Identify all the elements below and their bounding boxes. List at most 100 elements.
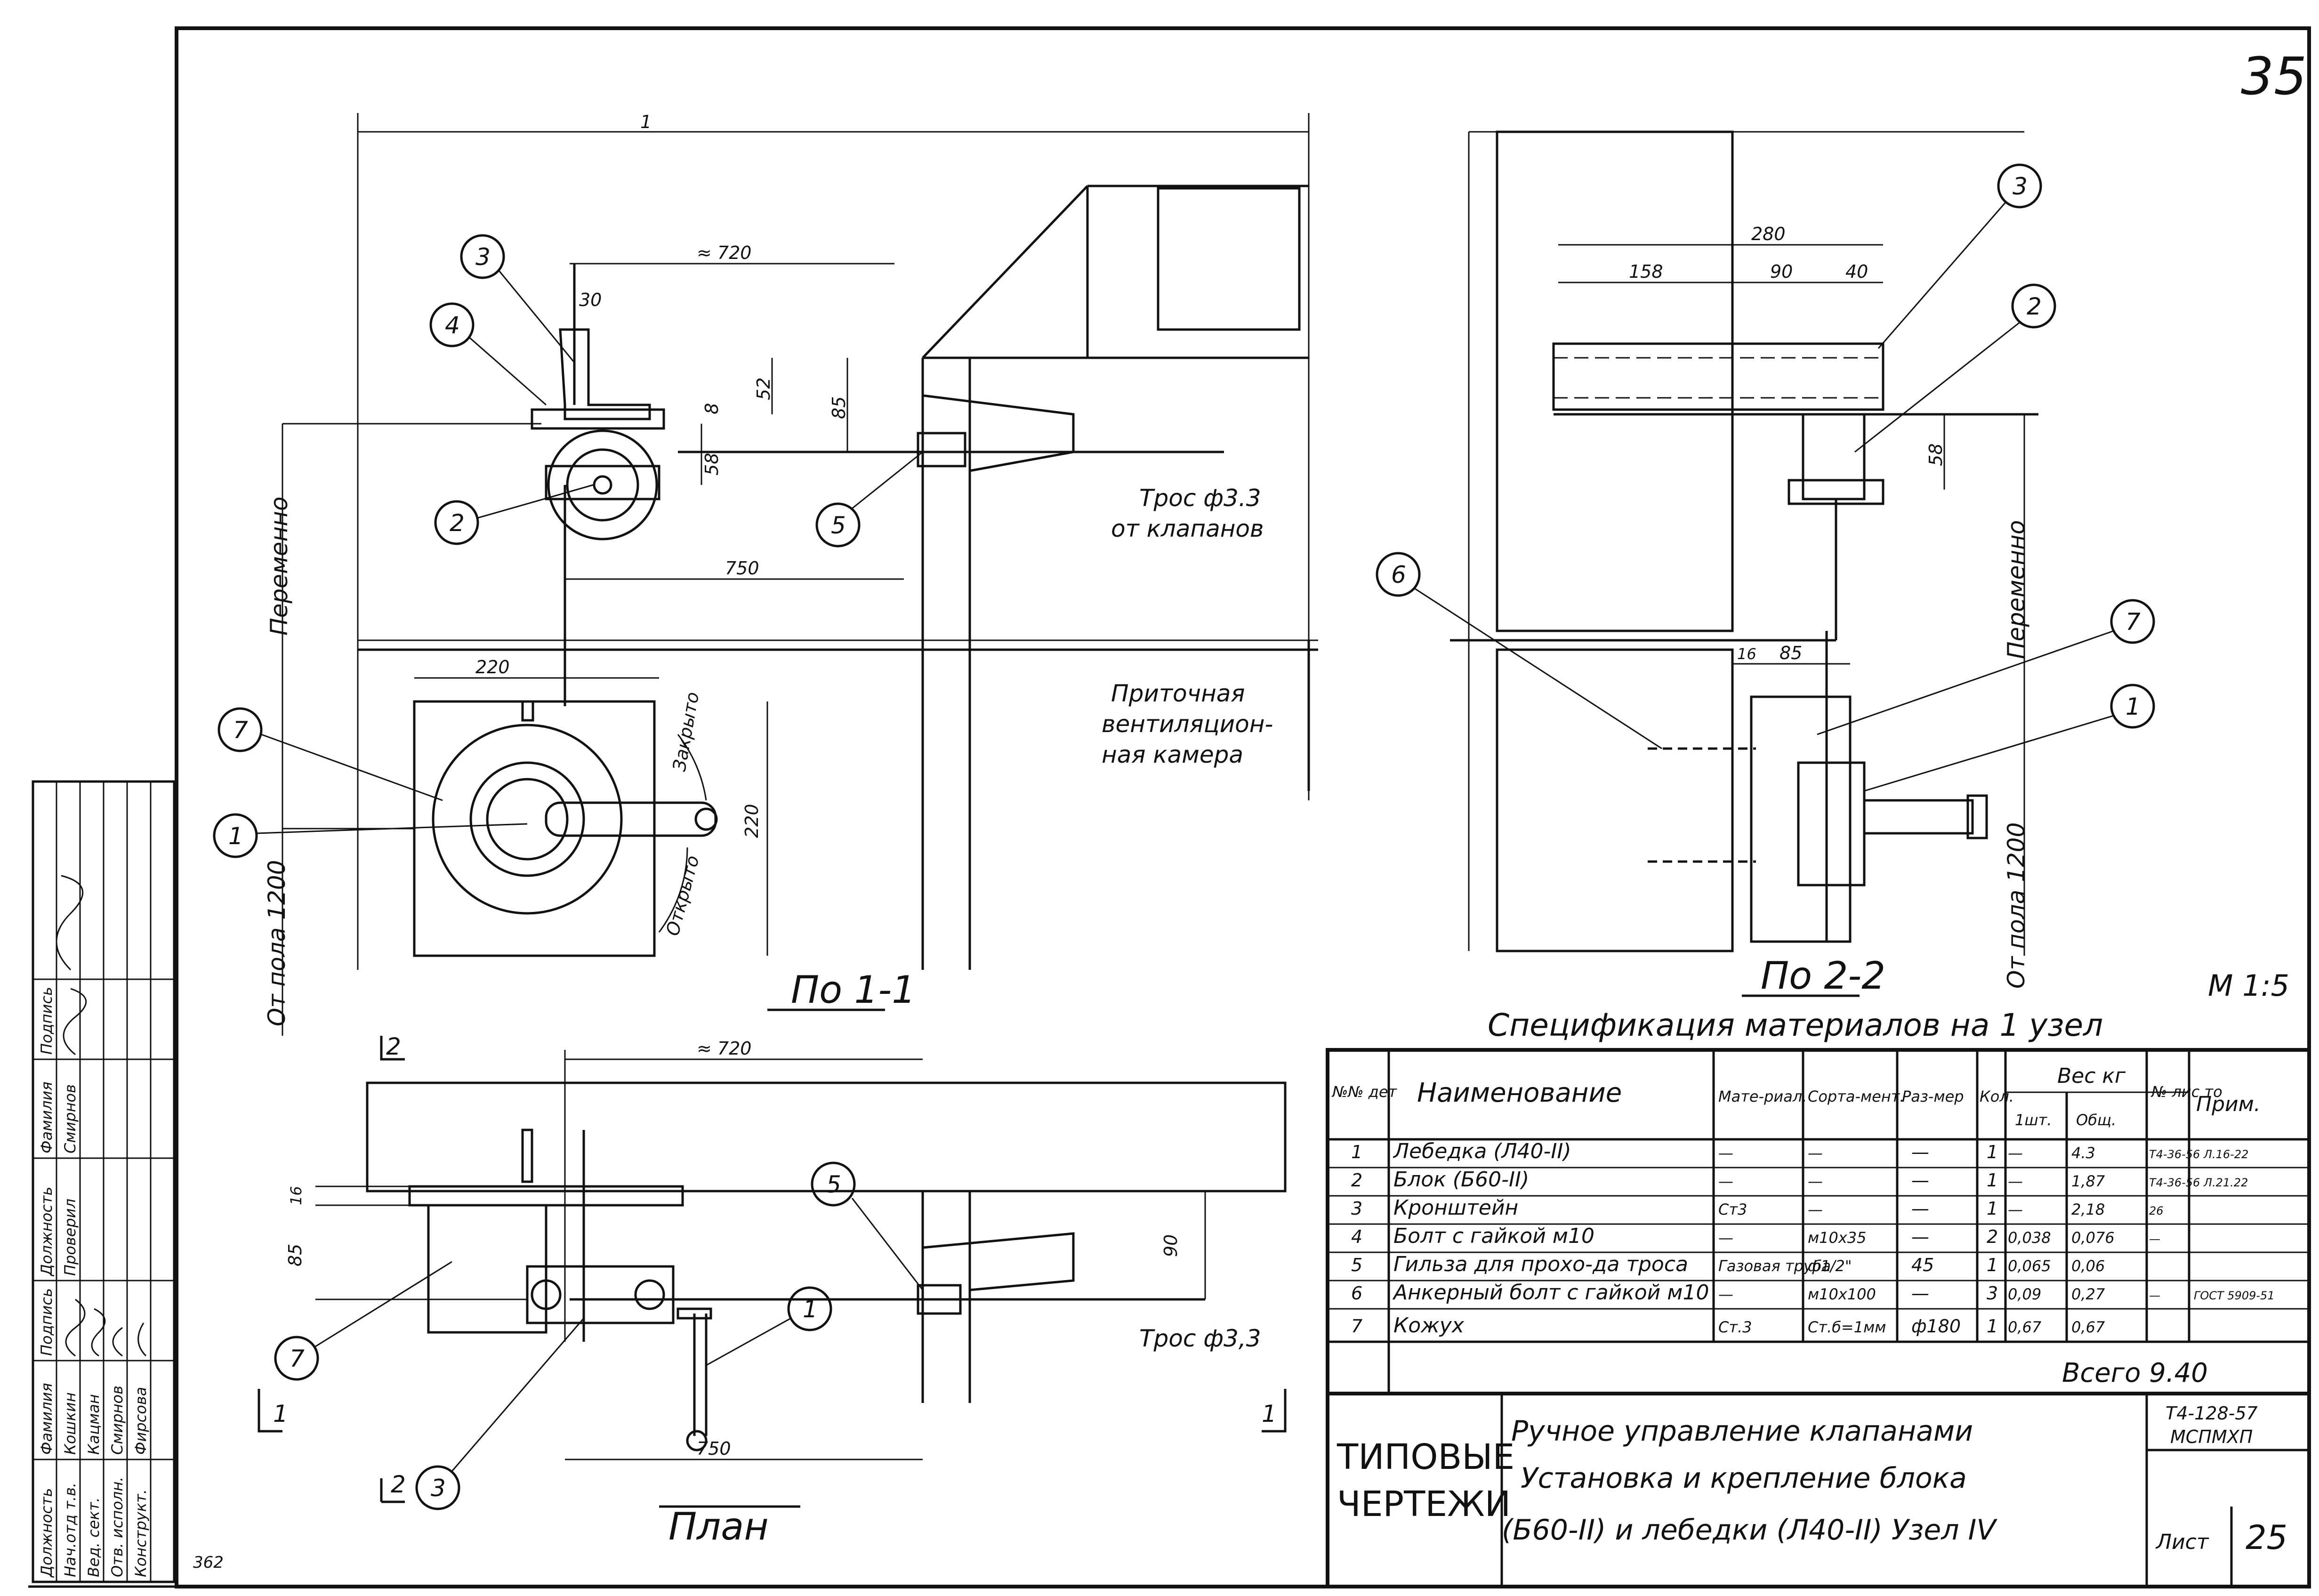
spec-cell-qty: 1	[1987, 1255, 1998, 1275]
dim-58: 58	[701, 453, 722, 476]
callout-1: 1	[228, 822, 243, 850]
spec-cell-material: —	[1718, 1285, 1733, 1303]
spec-cell-material: Ст3	[1718, 1201, 1747, 1218]
hdr-size: Раз-мер	[1902, 1088, 1964, 1105]
stamp-header-role: Должность	[38, 1488, 56, 1578]
hdr-sheet: № лис то	[2150, 1083, 2222, 1101]
stamp-name: Смирнов	[108, 1386, 126, 1455]
spec-cell-material: Ст.3	[1718, 1318, 1752, 1336]
spec-cell-name: Кронштейн	[1393, 1196, 1518, 1220]
spec-cell-material: —	[1718, 1172, 1733, 1190]
callout-7-r: 7	[2126, 608, 2141, 636]
spec-cell-name: Болт с гайкой м10	[1393, 1224, 1594, 1248]
callout-3-plan: 3	[431, 1475, 446, 1502]
stamp-header-role-2: Должность	[38, 1187, 56, 1277]
spec-cell-size: —	[1911, 1226, 1929, 1247]
hdr-w-unit: 1шт.	[2015, 1111, 2052, 1129]
spec-cell-num: 5	[1351, 1255, 1362, 1275]
spec-cell-sheet: Т4-36-56 Л.16-22	[2149, 1148, 2248, 1161]
spec-cell-assortment: м10х35	[1808, 1229, 1867, 1247]
title-code: Т4-128-57	[2166, 1403, 2258, 1424]
hdr-assortment: Сорта-мент.	[1808, 1088, 1905, 1105]
view-2-2-title: По 2-2	[1761, 954, 1885, 998]
stamp-role: Нач.отд т.в.	[61, 1483, 79, 1577]
desc-1: Ручное управление клапанами	[1511, 1415, 1973, 1448]
spec-cell-assortment: —	[1808, 1201, 1823, 1218]
dim-16-r: 16	[1737, 645, 1756, 663]
dim-8: 8	[701, 403, 722, 414]
stamp-header-sign-2: Подпись	[38, 987, 56, 1055]
stamp-name: Фирсова	[132, 1387, 150, 1455]
spec-cell-size: —	[1911, 1142, 1929, 1162]
callout-4: 4	[445, 312, 460, 339]
label-tros-plan: Трос ф3,3	[1139, 1325, 1261, 1352]
spec-cell-assortment: —	[1808, 1172, 1823, 1190]
callout-2: 2	[450, 509, 465, 537]
dim-85-plan: 85	[285, 1244, 306, 1266]
spec-cell-w_unit: 0,09	[2008, 1285, 2041, 1303]
stamp-checker-role: Проверил	[61, 1199, 79, 1276]
section-mark-2-top: 2	[386, 1033, 401, 1060]
spec-table: Спецификация материалов на 1 узел №№ дет…	[1326, 1007, 2311, 1395]
view-2-2: 280 158 90 40 58 16 85 Переменно От пола…	[1376, 130, 2155, 998]
page-number: 35	[2241, 46, 2307, 106]
dim-750-plan: 750	[697, 1438, 731, 1459]
desc-3: (Б60-II) и лебедки (Л40-II) Узел IV	[1502, 1514, 1997, 1547]
callout-2-r: 2	[2027, 293, 2042, 320]
spec-cell-note: ГОСТ 5909-51	[2194, 1289, 2275, 1302]
spec-cell-name: Лебедка (Л40-II)	[1393, 1139, 1571, 1163]
stamp-role: Конструкт.	[132, 1489, 150, 1577]
spec-cell-qty: 2	[1987, 1226, 1998, 1247]
view-plan: 2 1 1 2 ≈ 720 16 85 90 750 Трос ф3	[258, 1033, 1287, 1548]
spec-cell-w_unit: 0,038	[2008, 1229, 2051, 1247]
spec-title: Спецификация материалов на 1 узел	[1488, 1007, 2103, 1043]
section-mark-1-right: 1	[1262, 1400, 1277, 1427]
stamp-role: Вед. сект.	[85, 1497, 103, 1577]
spec-cell-qty: 1	[1987, 1170, 1998, 1191]
spec-cell-qty: 1	[1987, 1198, 1998, 1219]
dim-85: 85	[829, 396, 849, 419]
spec-cell-qty: 1	[1987, 1316, 1998, 1337]
dim-90-plan: 90	[1160, 1234, 1181, 1257]
dim-1: 1	[640, 112, 652, 132]
dim-720: ≈ 720	[697, 242, 751, 263]
spec-cell-qty: 1	[1987, 1142, 1998, 1162]
spec-cell-sheet: 26	[2149, 1204, 2164, 1217]
spec-cell-w_unit: 0,67	[2008, 1318, 2042, 1336]
stamp-header-name: Фамилия	[38, 1383, 56, 1455]
spec-cell-name: Кожух	[1393, 1314, 1465, 1338]
dim-220-v: 220	[741, 804, 762, 838]
callout-7: 7	[233, 717, 248, 744]
spec-cell-material: —	[1718, 1144, 1733, 1162]
section-mark-2-bottom: 2	[391, 1471, 406, 1498]
spec-cell-w_total: 0,27	[2071, 1285, 2105, 1303]
label-peremenno-left: Переменно	[266, 497, 293, 636]
spec-total: Всего 9.40	[2062, 1358, 2208, 1388]
spec-cell-size: —	[1911, 1198, 1929, 1219]
label-ot-pola-left: От пола 1200	[263, 860, 290, 1026]
stamp-name: Кацман	[85, 1394, 103, 1455]
spec-cell-sheet: —	[2149, 1233, 2160, 1246]
spec-cell-material: Газовая труба	[1718, 1257, 1831, 1275]
callout-6-r: 6	[1391, 561, 1406, 588]
stamp-role: Отв. исполн.	[108, 1477, 126, 1577]
series-1: ТИПОВЫЕ	[1337, 1437, 1514, 1477]
spec-cell-sheet: Т4-36-56 Л.21.22	[2149, 1176, 2248, 1189]
view-1-1-title: По 1-1	[791, 968, 916, 1012]
spec-cell-w_total: 2,18	[2071, 1201, 2105, 1218]
spec-cell-num: 7	[1351, 1316, 1362, 1337]
label-ot-pola-right: От пола 1200	[2003, 822, 2030, 989]
title-org: МСПМХП	[2170, 1427, 2253, 1447]
spec-cell-w_unit: —	[2008, 1201, 2023, 1218]
section-mark-1-left: 1	[273, 1400, 288, 1427]
label-chamber-2: вентиляцион-	[1102, 710, 1273, 738]
hdr-material: Мате-риал.	[1718, 1088, 1807, 1105]
dim-220-h: 220	[475, 657, 510, 677]
spec-cell-assortment: ф1/2"	[1808, 1257, 1852, 1275]
spec-cell-assortment: м10х100	[1808, 1285, 1876, 1303]
spec-cell-num: 3	[1351, 1198, 1362, 1219]
spec-cell-sheet: —	[2149, 1289, 2160, 1302]
spec-cell-qty: 3	[1987, 1283, 1998, 1304]
